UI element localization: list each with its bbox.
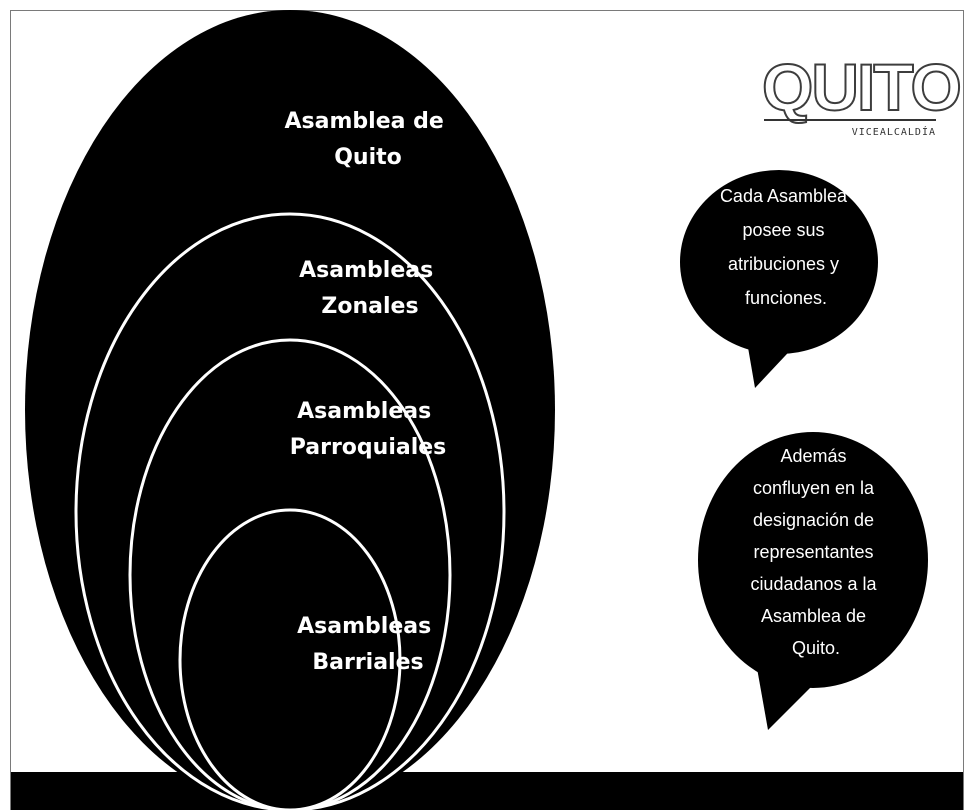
label-line: Asambleas [299, 258, 433, 283]
bubble-line: Cada Asamblea [720, 186, 848, 206]
bubble-line: ciudadanos a la [750, 574, 877, 594]
label-line: Barriales [312, 650, 423, 675]
speech-bubble-1-text: Cada Asamblea posee sus atribuciones y f… [720, 186, 852, 308]
bubble-line: confluyen en la [753, 478, 875, 498]
bubble-line: Quito. [792, 638, 840, 658]
bottom-band [11, 772, 963, 810]
quito-logo: QUITO VICEALCALDÍA [761, 49, 963, 138]
bubble-line: designación de [753, 510, 874, 530]
bubble-line: representantes [753, 542, 873, 562]
circle-asambleas-barriales [178, 508, 402, 812]
label-line: Zonales [321, 294, 418, 319]
bubble-line: Además [780, 446, 846, 466]
speech-bubble-2-tail [752, 640, 830, 730]
label-line: Asamblea de [285, 109, 444, 134]
speech-bubble-1-tail [745, 330, 800, 388]
bubble-line: Asamblea de [761, 606, 866, 626]
logo-wordmark: QUITO [762, 50, 960, 124]
speech-bubble-2-text: Además confluyen en la designación de re… [750, 446, 881, 658]
bubble-line: atribuciones y [728, 254, 839, 274]
label-asambleas-parroquiales: Asambleas Parroquiales [290, 399, 447, 460]
label-line: Asambleas [297, 399, 431, 424]
bubble-line: funciones. [745, 288, 827, 308]
speech-bubble-2 [698, 432, 928, 688]
logo-subtitle: VICEALCALDÍA [852, 125, 936, 138]
label-asambleas-zonales: Asambleas Zonales [299, 258, 441, 319]
label-asambleas-barriales: Asambleas Barriales [297, 614, 439, 675]
speech-bubble-1 [680, 170, 878, 354]
label-line: Quito [334, 145, 402, 170]
label-asamblea-quito: Asamblea de Quito [285, 109, 452, 170]
bubble-line: posee sus [742, 220, 824, 240]
label-line: Parroquiales [290, 435, 447, 460]
label-line: Asambleas [297, 614, 431, 639]
